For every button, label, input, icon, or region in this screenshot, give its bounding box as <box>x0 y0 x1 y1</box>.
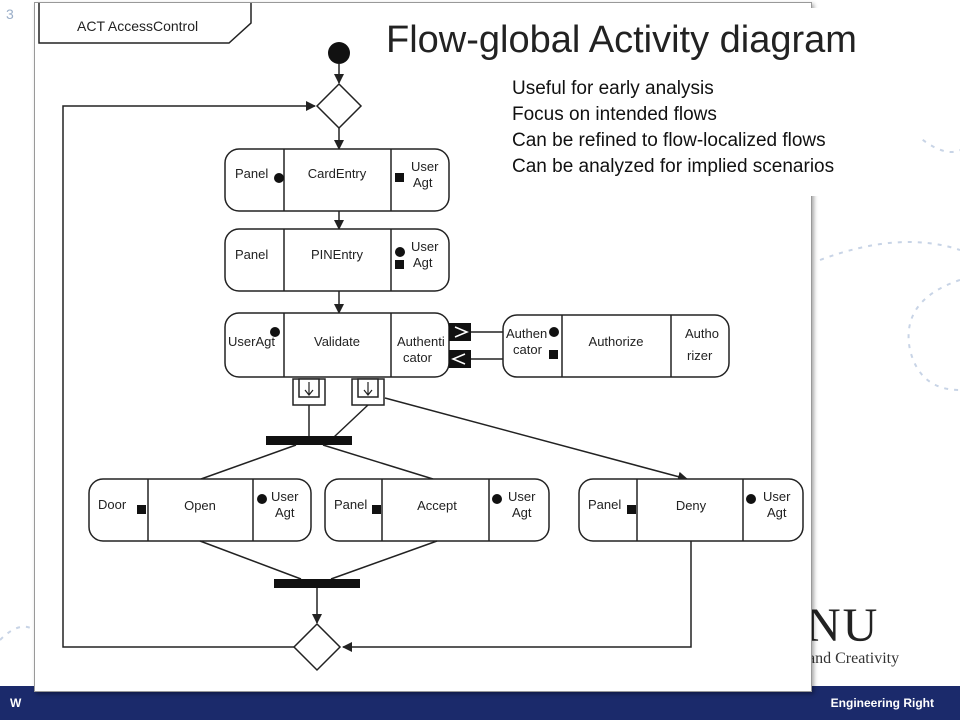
input-pin-icon <box>137 505 146 514</box>
pin-label-right-1: User <box>763 489 791 504</box>
action-name: PINEntry <box>311 247 364 262</box>
pin-label-right-2: Agt <box>512 505 532 520</box>
pin-label-right-2: Agt <box>413 255 433 270</box>
action-name: Deny <box>676 498 707 513</box>
join-bar <box>274 579 360 588</box>
pin-label-right-2: cator <box>403 350 433 365</box>
output-pin-icon <box>492 494 502 504</box>
slide-number: 3 <box>6 6 14 22</box>
action-name: Validate <box>314 334 360 349</box>
footer-right-text: Engineering Right <box>830 696 934 710</box>
output-pin-icon <box>746 494 756 504</box>
action-name: CardEntry <box>308 166 367 181</box>
bullet-item: Focus on intended flows <box>512 104 717 125</box>
exchange-pins <box>449 323 503 368</box>
pin-label-left-1: Authen <box>506 326 547 341</box>
output-pin-icon <box>549 350 558 359</box>
output-pin-boxes <box>292 378 385 406</box>
pin-label-left: Panel <box>235 247 268 262</box>
bullet-list: Useful for early analysis Focus on inten… <box>500 72 920 196</box>
activity-diagram: ACT AccessControl Panel CardEntry User A… <box>38 3 804 672</box>
bullet-item: Useful for early analysis <box>512 78 714 99</box>
action-deny: Panel Deny User Agt <box>578 478 804 542</box>
pin-label-right-2: rizer <box>687 348 713 363</box>
pin-label-left: UserAgt <box>228 334 275 349</box>
action-name: Open <box>184 498 216 513</box>
fork-bar <box>266 436 352 445</box>
action-open: Door Open User Agt <box>88 478 312 542</box>
action-accept: Panel Accept User Agt <box>324 478 550 542</box>
frame-label-tab <box>38 3 252 44</box>
activity-diagram-frame: ACT AccessControl Panel CardEntry User A… <box>34 2 812 692</box>
logo-subtitle: and Creativity <box>808 650 900 667</box>
action-cardentry: Panel CardEntry User Agt <box>224 148 450 212</box>
output-pin-icon <box>395 260 404 269</box>
action-validate: UserAgt Validate Authenti cator <box>224 312 450 378</box>
output-pin-icon <box>395 173 404 182</box>
initial-node <box>328 42 350 64</box>
pin-label-right-1: User <box>411 239 439 254</box>
input-pin-icon <box>372 505 381 514</box>
input-pin-icon <box>395 247 405 257</box>
pin-label-left: Door <box>98 497 127 512</box>
logo-text: NU <box>806 599 880 652</box>
footer-left-text: W <box>10 696 22 710</box>
input-pin-icon <box>270 327 280 337</box>
pin-label-right-1: Autho <box>685 326 719 341</box>
loop-back-flow <box>62 101 318 648</box>
pin-label-right-1: User <box>508 489 536 504</box>
pin-label-right-1: User <box>271 489 299 504</box>
pin-label-right-1: User <box>411 159 439 174</box>
frame-label: ACT AccessControl <box>77 18 198 34</box>
output-pin-icon <box>257 494 267 504</box>
pin-label-right-2: Agt <box>413 175 433 190</box>
bullet-item: Can be analyzed for implied scenarios <box>512 156 835 177</box>
pin-label-right-2: Agt <box>767 505 787 520</box>
action-name: Authorize <box>589 334 644 349</box>
action-name: Accept <box>417 498 457 513</box>
pin-label-left: Panel <box>588 497 621 512</box>
pin-label-left: Panel <box>235 166 268 181</box>
slide-title: Flow-global Activity diagram <box>372 8 960 76</box>
merge-node-top <box>315 82 363 130</box>
pin-label-right-1: Authenti <box>397 334 445 349</box>
merge-node-bottom <box>292 622 342 672</box>
input-pin-icon <box>549 327 559 337</box>
pin-label-left-2: cator <box>513 342 543 357</box>
input-pin-icon <box>274 173 284 183</box>
bullet-item: Can be refined to flow-localized flows <box>512 130 826 151</box>
pin-label-right-2: Agt <box>275 505 295 520</box>
input-pin-icon <box>627 505 636 514</box>
action-authorize: Authen cator Authorize Autho rizer <box>502 314 730 378</box>
action-pinentry: Panel PINEntry User Agt <box>224 228 450 292</box>
pin-label-left: Panel <box>334 497 367 512</box>
